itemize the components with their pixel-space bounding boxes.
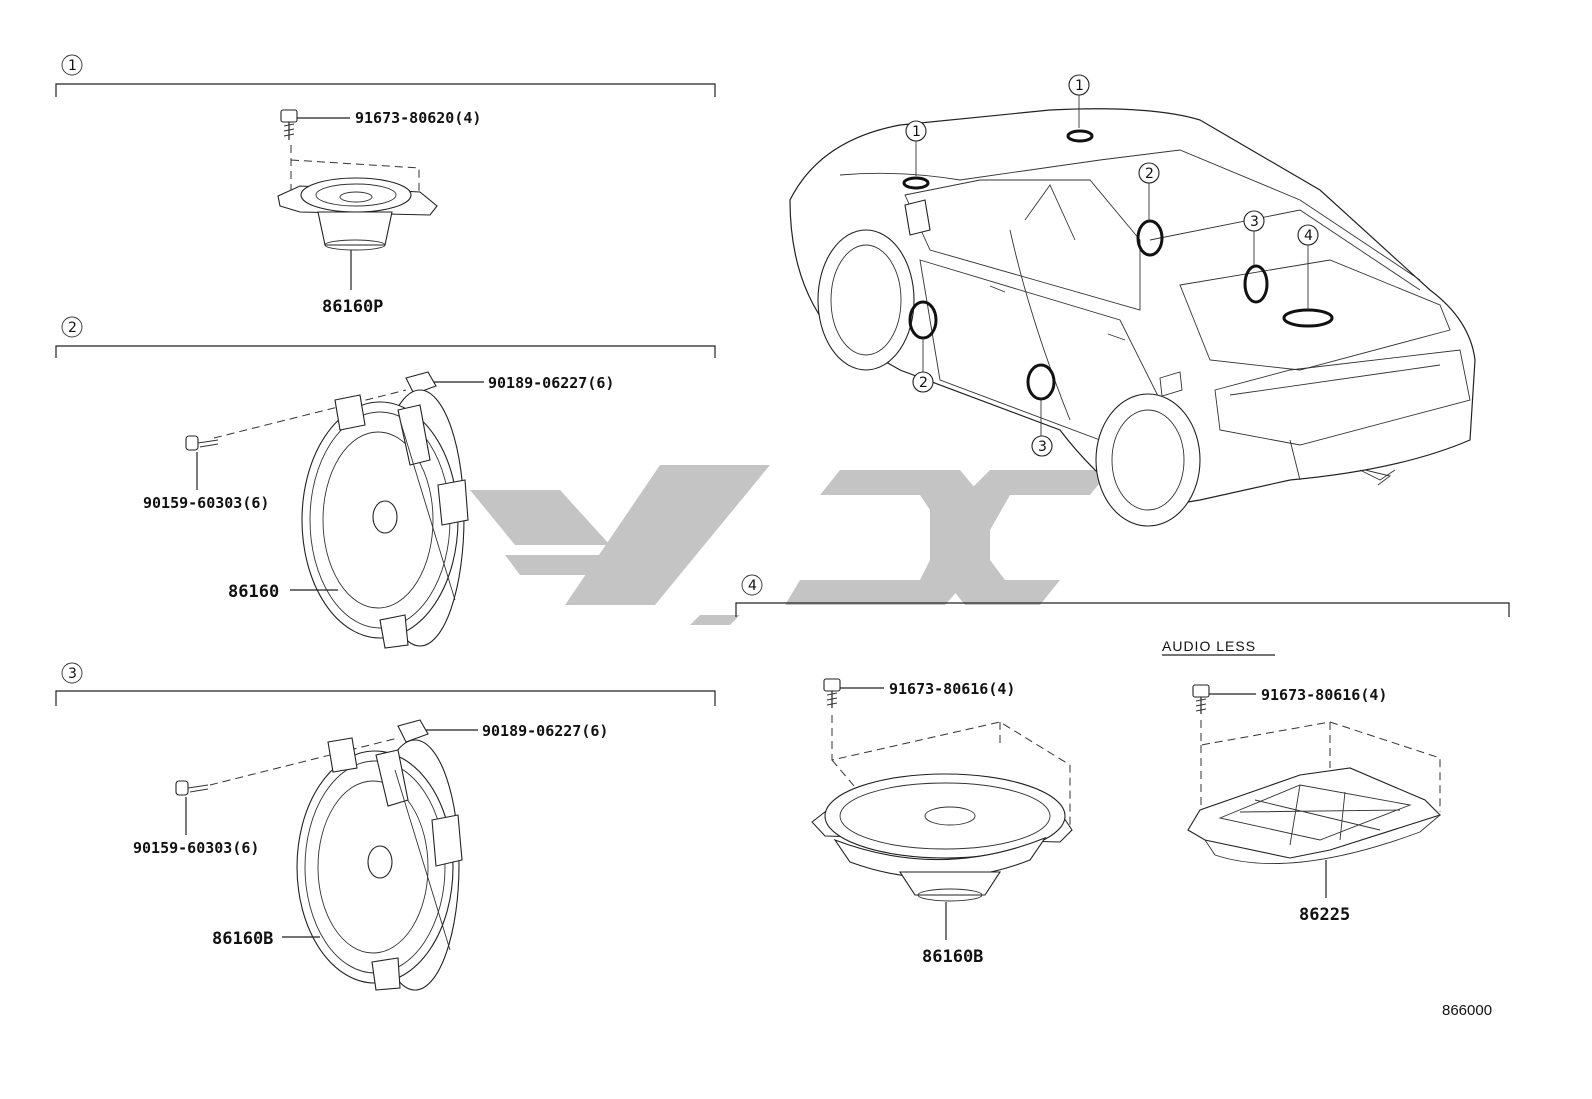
section-bracket-2: [55, 345, 716, 358]
part-label-86160P: 86160P: [322, 297, 383, 317]
section-number-4: 4: [748, 578, 757, 594]
car-callout-2b: 2: [912, 338, 934, 393]
svg-text:1: 1: [912, 124, 921, 140]
audio-less-note: AUDIO LESS: [1162, 638, 1256, 654]
section-bracket-1: [55, 83, 716, 97]
door-speaker-icon: [301, 389, 469, 649]
car-callout-1a: 1: [905, 120, 927, 176]
svg-text:1: 1: [1075, 78, 1084, 94]
section-marker-4: [741, 574, 763, 596]
section-bracket-3: [55, 690, 716, 706]
location-ring-4: [1282, 308, 1334, 328]
screw-icon: [185, 435, 219, 451]
bolt-icon: [280, 109, 298, 140]
part-label-86160B-a: 86160B: [212, 929, 273, 949]
part-label-86160B-b: 86160B: [922, 947, 983, 967]
location-ring-2b: [908, 300, 938, 340]
car-location-view: 1 1 2 2 3 3 4: [789, 74, 1476, 527]
svg-text:3: 3: [1250, 214, 1259, 230]
part-label-90159-60303-a: 90159-60303(6): [143, 494, 269, 512]
car-callout-3a: 3: [1243, 210, 1265, 266]
section-number-2: 2: [68, 320, 77, 336]
oval-speaker-icon: [811, 773, 1073, 902]
car-callout-4: 4: [1297, 224, 1319, 310]
part-label-90159-60303-b: 90159-60303(6): [133, 839, 259, 857]
svg-text:2: 2: [1145, 166, 1154, 182]
car-callout-1b: 1: [1068, 74, 1090, 128]
bolt-icon: [1192, 684, 1210, 714]
clip-nut-icon: [405, 371, 437, 395]
part-label-86160: 86160: [228, 582, 279, 602]
part-label-91673-80616-b: 91673-80616(4): [1261, 686, 1387, 704]
section-1: 1 91673-80620(4) 86160P: [55, 54, 716, 317]
section-marker-3: [61, 662, 83, 684]
svg-text:3: 3: [1038, 439, 1047, 455]
part-label-91673-80620: 91673-80620(4): [355, 109, 481, 127]
section-marker-2: [61, 316, 83, 338]
part-label-90189-06227-b: 90189-06227(6): [482, 722, 608, 740]
section-3: 3 90189-06227(6) 90159-60303(6) 86160B: [55, 662, 716, 991]
car-callout-3b: 3: [1031, 399, 1053, 457]
section-2: 2 90189-06227(6) 90159-60303(6) 86160: [55, 316, 716, 649]
section-4: 4 AUDIO LESS 91673-80616(4) 86160B: [735, 574, 1510, 967]
rear-door-speaker-icon: [296, 737, 463, 991]
speaker-cover-plate-icon: [1187, 767, 1442, 865]
diagram-code: 866000: [1442, 1002, 1492, 1019]
watermark-logo: [470, 465, 1110, 625]
section-number-1: 1: [68, 58, 77, 74]
section-number-3: 3: [68, 666, 77, 682]
section-marker-1: [61, 54, 83, 76]
bolt-icon: [823, 678, 841, 708]
screw-icon: [175, 780, 209, 796]
section-bracket-4: [735, 602, 1510, 617]
tweeter-speaker-icon: [277, 177, 438, 251]
part-label-86225: 86225: [1299, 905, 1350, 925]
location-ring-1b: [1066, 129, 1094, 143]
svg-text:4: 4: [1304, 228, 1313, 244]
part-label-91673-80616-a: 91673-80616(4): [889, 680, 1015, 698]
part-label-90189-06227-a: 90189-06227(6): [488, 374, 614, 392]
location-ring-1a: [902, 176, 930, 190]
location-ring-3b: [1026, 363, 1056, 401]
location-ring-2a: [1136, 219, 1164, 257]
svg-text:2: 2: [919, 375, 928, 391]
location-ring-3a: [1243, 264, 1269, 304]
clip-nut-icon: [397, 719, 429, 743]
car-callout-2a: 2: [1138, 162, 1160, 221]
